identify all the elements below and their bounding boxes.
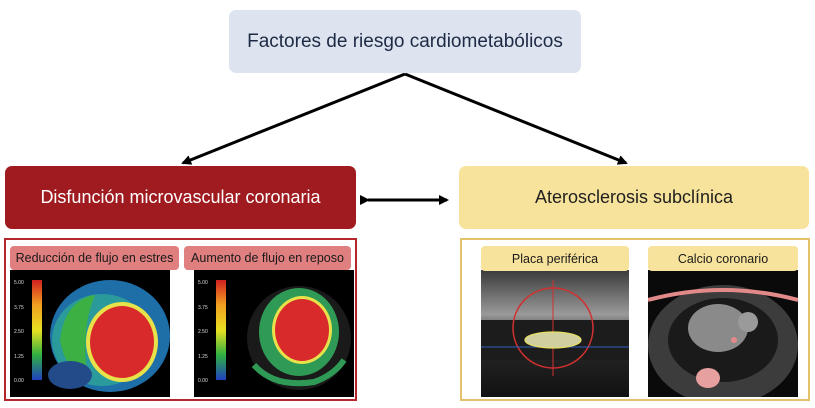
tag-stress-flow: Reducción de flujo en estres [10, 246, 179, 270]
arrow-to-microvascular [181, 72, 406, 165]
stress-perfusion-map: 5.00 3.75 2.50 1.25 0.00 [10, 270, 170, 397]
tag-peripheral-plaque: Placa periférica [481, 246, 629, 271]
risk-factors-label: Factores de riesgo cardiometabólicos [247, 30, 563, 52]
atherosclerosis-panel: Placa periférica Calcio coronario [460, 238, 810, 401]
subclinical-atherosclerosis-label: Aterosclerosis subclínica [534, 187, 734, 207]
tag-rest-flow: Aumento de flujo en reposo [184, 246, 351, 270]
scale-tick: 1.25 [198, 354, 208, 360]
arrow-to-atherosclerosis [404, 72, 628, 165]
risk-factors-box: Factores de riesgo cardiometabólicos [229, 10, 581, 73]
tag-coronary-calcium-label: Calcio coronario [677, 251, 769, 266]
carotid-ultrasound-image [481, 270, 629, 397]
tag-rest-flow-label: Aumento de flujo en reposo [191, 251, 344, 265]
microvascular-dysfunction-label: Disfunción microvascular coronaria [40, 187, 321, 207]
subclinical-atherosclerosis-box: Aterosclerosis subclínica [459, 166, 809, 229]
scale-tick: 2.50 [14, 329, 24, 335]
perfusion-panel: 5.00 3.75 2.50 1.25 0.00 5.00 3.75 2.50 … [4, 238, 357, 401]
scale-tick: 2.50 [198, 329, 208, 335]
scale-tick: 5.00 [198, 280, 208, 286]
microvascular-dysfunction-box: Disfunción microvascular coronaria [5, 166, 356, 229]
coronary-ct-image [648, 270, 798, 397]
color-scale-bar [32, 280, 42, 380]
scale-tick: 3.75 [14, 305, 24, 311]
scale-tick: 5.00 [14, 280, 24, 286]
tag-coronary-calcium: Calcio coronario [648, 246, 798, 271]
scale-tick: 1.25 [14, 354, 24, 360]
tag-peripheral-plaque-label: Placa periférica [511, 251, 599, 266]
color-scale-bar [216, 280, 226, 380]
tag-stress-flow-label: Reducción de flujo en estres [15, 251, 174, 265]
rest-perfusion-map: 5.00 3.75 2.50 1.25 0.00 [194, 270, 354, 397]
scale-tick: 0.00 [198, 378, 208, 384]
scale-tick: 0.00 [14, 378, 24, 384]
scale-tick: 3.75 [198, 305, 208, 311]
